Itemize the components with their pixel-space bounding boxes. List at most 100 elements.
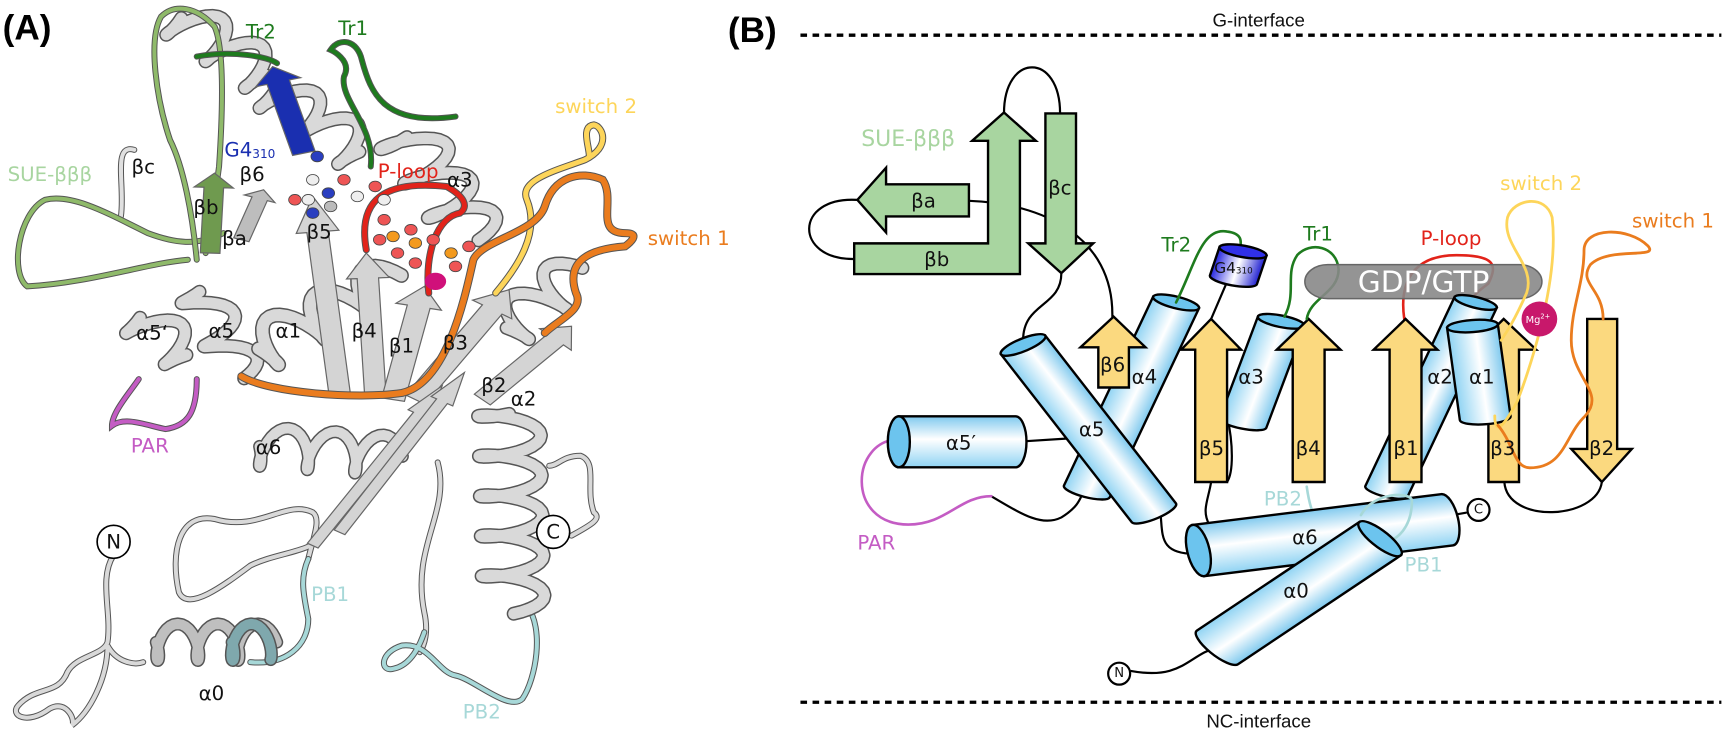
alpha-3-label: α3 <box>1238 365 1264 388</box>
beta-4-label: β4 <box>352 319 377 342</box>
n-terminal-loop-outline <box>16 556 143 726</box>
c-terminal-loop-tube <box>549 456 596 536</box>
n-terminus-label: N <box>1114 666 1124 681</box>
panel-b: (B) G-interface NC-interface C N SUE-βββ… <box>728 9 1722 732</box>
loop <box>1023 273 1061 340</box>
alpha-6-helix-end <box>1182 524 1216 578</box>
beta-2-strand <box>1571 319 1632 482</box>
tr2-loop-tube <box>197 54 277 63</box>
switch1-loop <box>1498 232 1650 468</box>
alpha-6-helix <box>259 428 402 473</box>
alpha-0-label: α0 <box>1283 580 1309 603</box>
nucleotide-atom <box>322 188 334 199</box>
alpha-2-helix-end <box>1452 292 1499 313</box>
tr2-label: Tr2 <box>1160 234 1191 257</box>
nucleotide-atom <box>338 174 350 185</box>
c-terminus-marker <box>1466 497 1491 523</box>
p-loop-label: P-loop <box>378 160 439 183</box>
alpha-4-n-helix <box>166 16 265 88</box>
alpha-3-label: α3 <box>447 169 473 192</box>
sue-label: SUE-βββ <box>861 127 955 152</box>
n-terminus-marker <box>96 524 131 560</box>
ribbon-structure-lower <box>16 372 597 725</box>
nucleotide-atom <box>369 181 381 192</box>
beta-strand-tail <box>334 372 464 534</box>
nucleotide-atom <box>387 231 399 242</box>
alpha-0-helix-body <box>1190 522 1401 669</box>
alpha-1-label: α1 <box>276 319 302 342</box>
par-label: PAR <box>857 531 895 554</box>
alpha-1-helix <box>1446 318 1511 426</box>
beta-a-label: βa <box>911 190 936 213</box>
nucleotide-atom <box>378 194 390 205</box>
alpha-3-helix-ribbon <box>380 137 496 240</box>
tr1-loop <box>331 42 456 167</box>
loop <box>1131 647 1217 673</box>
loop <box>1211 279 1228 319</box>
pb1-label: PB1 <box>1405 553 1443 576</box>
loop <box>1004 67 1060 113</box>
nucleotide-atom <box>409 238 421 249</box>
alpha-2-label: α2 <box>1427 365 1453 388</box>
panel-a-label: (A) <box>3 9 52 48</box>
beta-6-label: β6 <box>239 163 264 186</box>
pb2-label: PB2 <box>1264 487 1302 510</box>
tr1-loop-tube <box>331 42 456 167</box>
nucleotide-atom <box>409 258 421 269</box>
loop <box>809 200 857 259</box>
pb2-loop <box>384 606 537 702</box>
nucleotide-atom <box>289 194 301 205</box>
n-terminal-loop <box>16 556 143 726</box>
beta-b-strand <box>194 173 233 253</box>
alpha-0-pb1-segment-ribbon <box>231 624 271 661</box>
beta-3-label: β3 <box>1490 437 1515 460</box>
c-terminal-loop <box>549 456 596 536</box>
mg-ion <box>1521 301 1558 337</box>
alpha-0-helix <box>1190 517 1408 669</box>
sue-loop <box>154 9 222 260</box>
nucleotide-atom <box>405 224 417 235</box>
switch2-loop <box>496 125 603 293</box>
alpha-6-helix <box>1182 493 1464 578</box>
topology-diagram <box>809 67 1650 673</box>
switch1-loop <box>241 175 633 395</box>
switch2-loop-tube <box>496 125 603 293</box>
switch2-label: switch 2 <box>1500 172 1582 195</box>
alpha-5-label: α5 <box>1079 418 1105 441</box>
beta-5-label: β5 <box>307 220 332 243</box>
beta-c-strand <box>1028 113 1093 273</box>
beta-5-strand <box>1181 319 1241 482</box>
sue-loop <box>18 198 224 286</box>
nucleotide-atom <box>378 214 390 225</box>
sue-loop-tube <box>18 198 224 286</box>
par-loop <box>862 439 991 524</box>
par-loop <box>112 379 197 429</box>
alpha-2-label: α2 <box>511 387 537 410</box>
alpha-0-helix-end <box>1352 517 1408 560</box>
switch1-loop-tube <box>241 175 633 395</box>
nucleotide-label: GDP/GTP <box>1358 264 1490 299</box>
g4-310-helix <box>256 67 315 156</box>
nucleotide-atom <box>445 248 457 259</box>
tr1-label: Tr1 <box>1302 223 1333 246</box>
n-terminus-marker <box>1107 661 1132 686</box>
beta-b-label: βb <box>193 196 218 219</box>
beta-5-label: β5 <box>1199 437 1224 460</box>
alpha-6-helix-body <box>1193 493 1464 576</box>
alpha-5-label: α5 <box>209 319 235 342</box>
c-terminus-label: C <box>1474 502 1483 517</box>
beta-6-strand <box>1080 317 1145 388</box>
nucleotide-atom <box>391 248 403 259</box>
tr1-label: Tr1 <box>337 17 368 40</box>
nucleotide-atom <box>449 261 461 272</box>
beta-2-label: β2 <box>481 374 506 397</box>
nc-interface-label: NC-interface <box>1206 711 1311 732</box>
mg-ion-sphere <box>424 272 447 291</box>
loop <box>1206 482 1212 525</box>
beta-1-strand <box>1374 319 1438 482</box>
pb1-label: PB1 <box>311 583 349 606</box>
par-label: PAR <box>131 435 169 458</box>
alpha-5p-helix-end <box>888 416 910 467</box>
c-terminus-marker <box>535 514 571 550</box>
